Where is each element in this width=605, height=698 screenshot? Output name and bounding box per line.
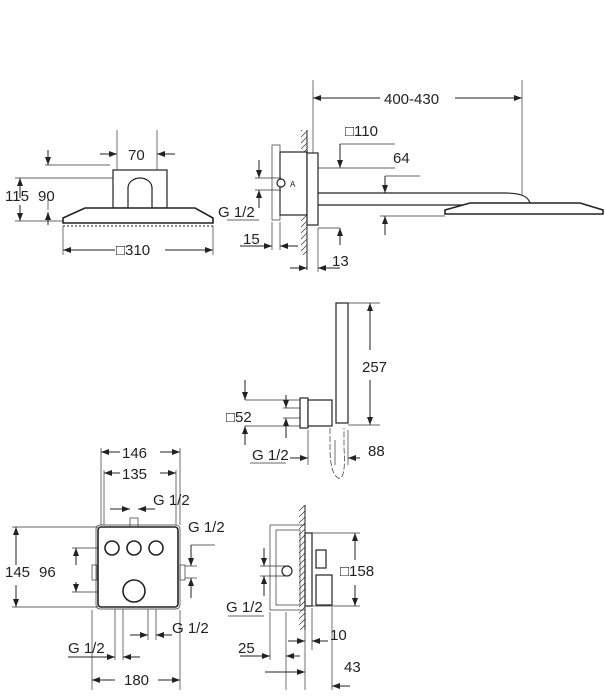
valve-front-view: 146 135 G 1/2 G 1/2 145 96 G 1/2 G 1/2 1… [5, 445, 225, 690]
dim-96: 96 [39, 564, 56, 581]
outlet-button-3 [148, 540, 164, 556]
thread-g-half: G 1/2 [226, 599, 263, 616]
svg-text:A: A [290, 180, 296, 189]
shower-head [62, 207, 214, 224]
valve-plate-side [304, 532, 313, 607]
outlet-button-1 [104, 540, 120, 556]
shower-head-side [444, 202, 604, 215]
arm-side-view: A 400-430 □110 64 G 1/2 15 13 [218, 80, 604, 272]
dim-64: 64 [393, 150, 410, 167]
button-side [315, 549, 327, 569]
dim-180: 180 [124, 672, 149, 689]
dim-115: 115 [5, 188, 29, 205]
dim-52: □52 [226, 409, 252, 426]
head-front-view: 70 115 90 □310 [5, 130, 214, 259]
dim-70: 70 [128, 147, 145, 164]
wall-flange [306, 152, 319, 226]
dim-158: □158 [340, 563, 374, 580]
thread-g-half: G 1/2 [252, 447, 289, 464]
arm-connector [127, 177, 153, 208]
hand-shower-view: 257 □52 G 1/2 88 [226, 302, 387, 479]
dim-135: 135 [122, 466, 147, 483]
hand-shower [335, 302, 349, 424]
dim-257: 257 [362, 359, 387, 376]
thread-g-half-top: G 1/2 [153, 492, 190, 509]
knob-side [315, 574, 333, 606]
dim-310: □310 [116, 242, 150, 259]
dim-43: 43 [344, 659, 361, 676]
temperature-knob [122, 579, 146, 603]
dim-90: 90 [38, 188, 55, 205]
dim-146: 146 [122, 445, 147, 462]
thread-g-half-bottom-left: G 1/2 [68, 640, 105, 657]
dim-400-430: 400-430 [384, 91, 439, 108]
dim-10: 10 [330, 627, 347, 644]
dim-25: 25 [238, 640, 255, 657]
thread-g-half: G 1/2 [218, 204, 255, 221]
dim-88: 88 [368, 443, 385, 460]
hose [329, 428, 345, 479]
wall-outlet [299, 397, 309, 429]
dim-110: □110 [345, 123, 378, 140]
holder [307, 399, 333, 427]
outlet-button-2 [126, 540, 142, 556]
dim-15: 15 [243, 231, 260, 248]
dim-13: 13 [332, 253, 349, 270]
thread-g-half-bottom-right: G 1/2 [172, 620, 209, 637]
valve-side-view: □158 G 1/2 10 25 43 [226, 505, 374, 690]
thread-g-half-right: G 1/2 [188, 519, 225, 536]
dim-145: 145 [5, 564, 30, 581]
